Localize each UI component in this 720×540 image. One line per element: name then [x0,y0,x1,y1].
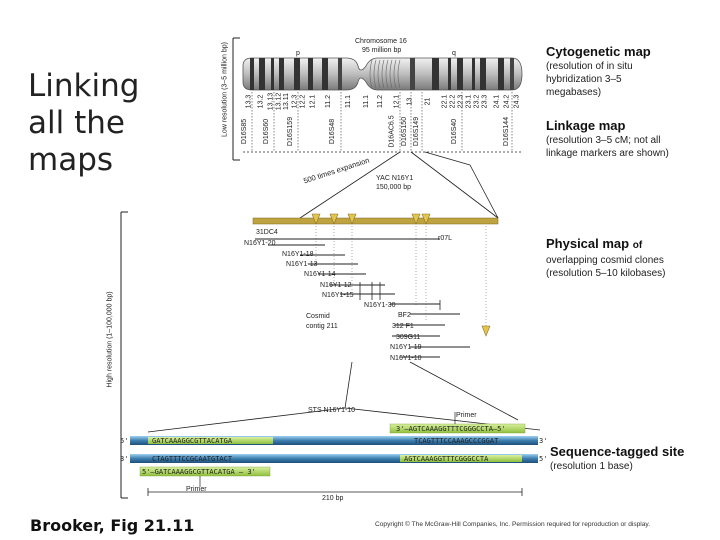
strand-bottom-five: 5' [539,455,548,463]
primer-top-seq: 3'—AGTCAAAGGTTTCGGGCCTA—5' [396,425,506,433]
marker-label: D16AC6.5 [388,115,396,148]
cosmid-n16y1-10: N16Y1-10 [390,355,422,362]
cosmid-312f1: 312 F1 [392,323,414,330]
slide-title: Linking all the maps [28,68,140,178]
cosmid-n16y1-30: N16Y1-30 [364,302,396,309]
primer-bottom-seq: 5'—GATCAAAGGCGTTACATGA — 3' [142,468,256,476]
marker-label: D16S149 [413,116,421,147]
primer-bottom-label: Primer [186,486,207,493]
sts-markers [311,213,491,337]
sequence-strand-bottom [130,454,538,463]
linkage-map-title: Linkage map [546,118,626,133]
marker-label: D16S85 [241,118,249,145]
band-label: 23.3 [481,94,489,109]
band-label: 22.2 [449,94,457,109]
band-label: 24.1 [493,94,501,109]
low-resolution-label: Low resolution (3–5 million bp) [221,42,229,137]
band-label: 22.1 [441,94,449,109]
chromosome-16 [242,57,523,91]
physical-map-desc: overlapping cosmid clones (resolution 5–… [546,255,666,279]
cosmid-clones [255,238,470,358]
yac-label: YAC N16Y1 150,000 bp [376,175,414,191]
cosmid-n16y1-19: N16Y1-19 [390,344,422,351]
band-label: 12.1 [393,94,401,109]
band-label: 22.3 [457,94,465,109]
marker-label: D16S159 [287,116,295,147]
marker-label: D16S40 [451,118,459,145]
strand-top-five: 5' [120,437,129,445]
band-label: 24.2 [503,94,511,109]
cosmid-309g11: 309G11 [396,334,421,341]
marker-label: D16S144 [503,116,511,147]
chromosome-size: 95 million bp [362,47,402,54]
arm-q-label: q [452,50,456,57]
sts-label: STS N16Y1-10 [308,407,356,414]
band-label: 13.13 [267,92,275,111]
cosmid-n16y1-15: N16Y1-15 [322,292,354,299]
band-label: 13 [406,97,414,106]
figure-citation: Brooker, Fig 21.11 [30,516,195,535]
sequence-strand-top [130,436,538,445]
band-label: 13.11 [283,93,290,110]
strand-bottom-left: CTAGTTTCCGCAATGTACT [152,455,233,463]
strand-bottom-right: AGTCAAAGGTTTCGGGCCTA [404,455,489,463]
band-label: 11.2 [325,94,333,109]
band-label: 12.2 [299,94,307,109]
primer-bottom [139,466,271,477]
band-label: 12.1 [309,94,317,109]
chromosome-name: Chromosome 16 [355,38,407,45]
band-label: 21 [424,97,432,106]
band-label: 24.3 [513,94,521,109]
strand-top-left: GATCAAAGGCGTTACATGA [152,437,233,445]
linkage-map-desc: (resolution 3–5 cM; not all linkage mark… [546,135,669,159]
band-label: 23.2 [473,94,481,109]
marker-label: D16S150 [401,116,409,147]
band-label: 13.12 [275,92,283,111]
cosmid-n16y1-20: N16Y1-20 [244,240,276,247]
sts-desc: (resolution 1 base) [550,461,633,472]
arm-p-label: p [296,50,300,57]
high-resolution-label: High resolution (1–100,000 bp) [106,291,114,388]
marker-label: D16S48 [329,118,337,145]
cosmid-r07l: r07L [438,235,453,242]
primer-top [389,423,526,434]
sts-title: Sequence-tagged site [550,444,685,459]
band-label: 13.2 [257,94,265,109]
cosmid-n16y1-14: N16Y1-14 [304,271,336,278]
cosmid-n16y1-13: N16Y1-13 [286,261,318,268]
strand-bottom-three: 3' [120,455,129,463]
cytogenetic-map-title: Cytogenetic map [546,44,651,59]
band-label: 23.1 [465,94,473,109]
band-label: 11.2 [377,94,385,109]
strand-top-right: TCAGTTTCCAAAGCCCGGAT [414,437,499,445]
yac-bar [252,217,499,225]
band-label: 11.1 [345,94,353,109]
copyright-notice: Copyright © The McGraw-Hill Companies, I… [375,521,651,528]
band-label: 13.3 [245,94,253,109]
primer-top-label: Primer [456,412,477,419]
cosmid-n16y1-18: N16Y1-18 [282,251,314,258]
band-label: 11.1 [363,94,371,109]
cosmid-31dc4: 31DC4 [256,229,278,236]
band-label: 12.3 [291,94,299,109]
cosmid-contig: Cosmid contig 211 [306,313,338,330]
physical-map-title: Physical map of [546,236,643,251]
marker-label: D16S60 [263,118,271,145]
strand-top-three: 3' [539,437,548,445]
cosmid-n16y1-12: N16Y1-12 [320,282,352,289]
cytogenetic-map-desc: (resolution of in situ hybridization 3–5… [546,61,633,98]
cosmid-bf2: BF2 [398,312,411,319]
bp-label: 210 bp [322,495,344,502]
